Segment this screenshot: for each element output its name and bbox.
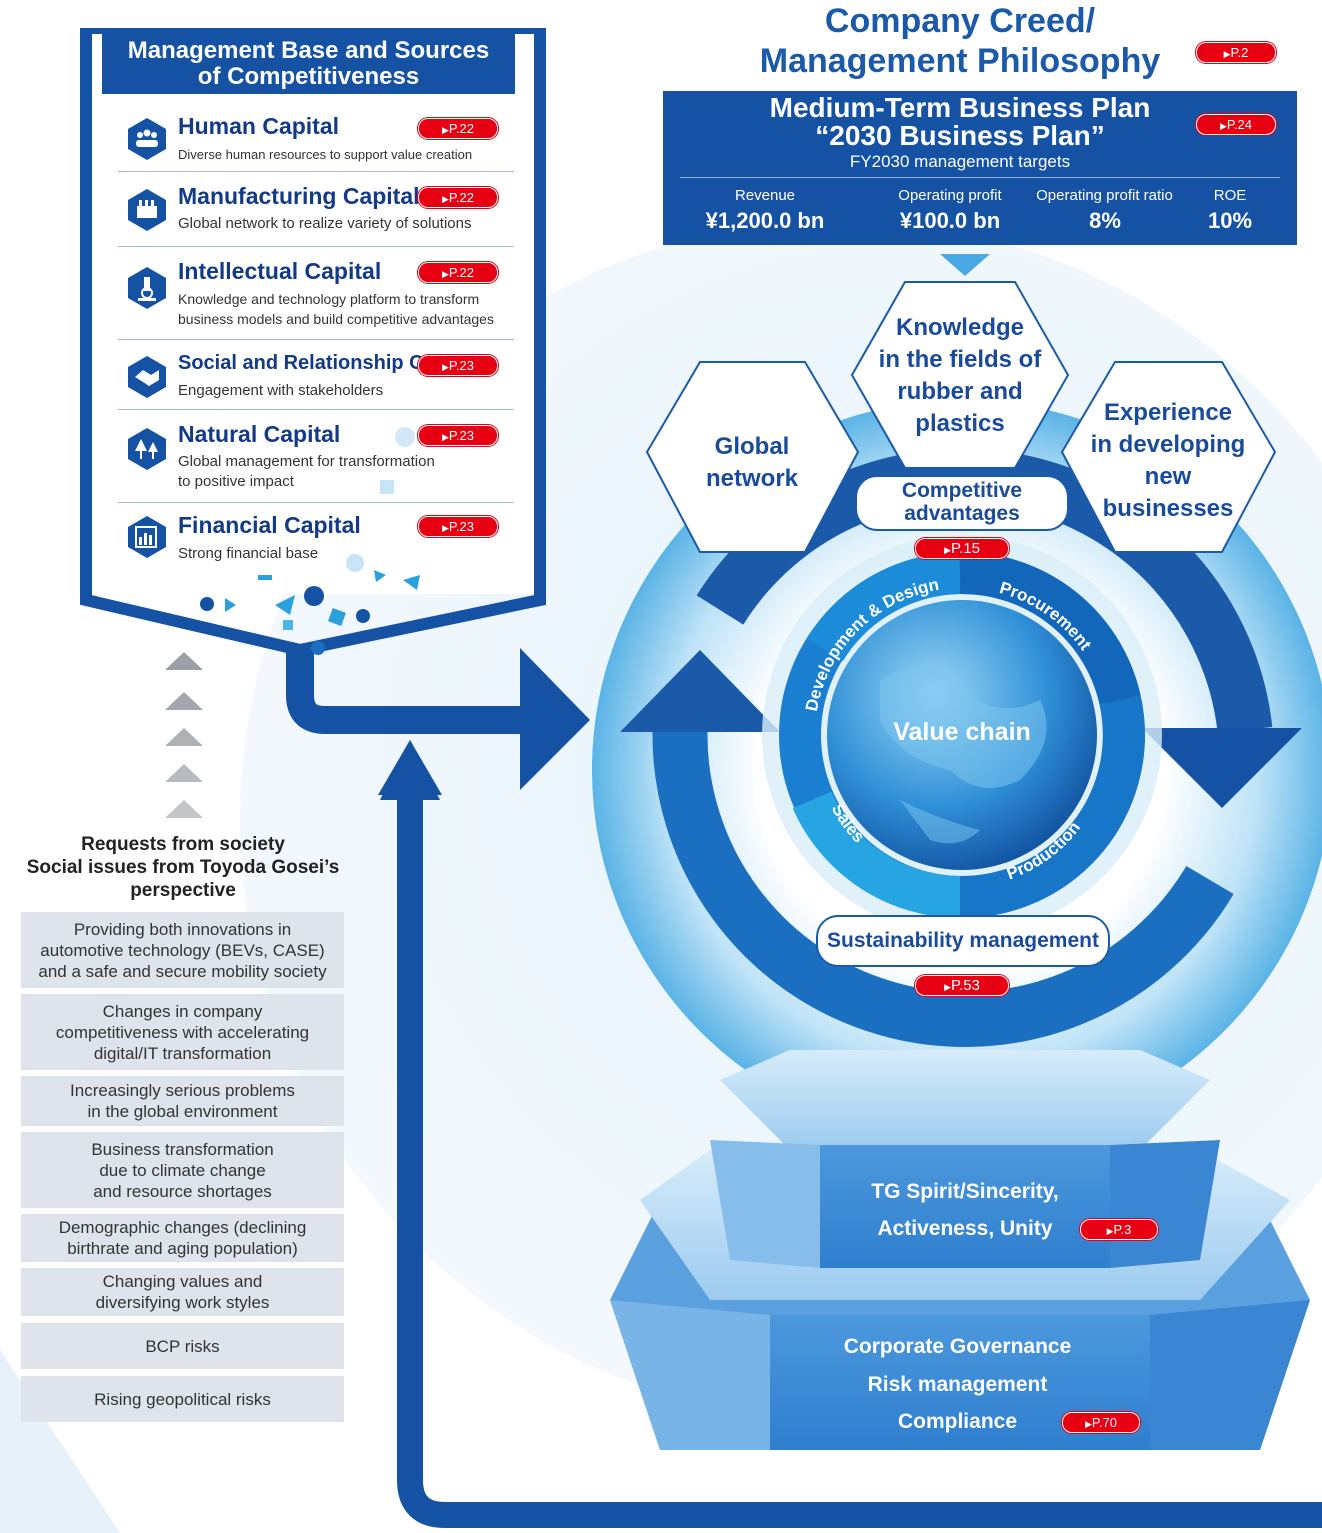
cycle-arc-bottom <box>652 729 1234 1047</box>
trees-icon <box>128 428 166 470</box>
capital-ref-human[interactable]: P.22 <box>418 118 498 139</box>
capital-name-intellectual: Intellectual Capital <box>178 258 382 284</box>
hex-experience <box>1060 361 1277 553</box>
handshake-icon <box>128 356 166 398</box>
kpi-label-revenue: Revenue <box>734 187 796 204</box>
capital-name-social: Social and Relationship Capital <box>178 352 476 374</box>
capital-name-natural: Natural Capital <box>178 421 341 447</box>
issue-item: Rising geopolitical risks <box>21 1376 344 1422</box>
governance-ref-badge[interactable]: P.70 <box>1062 1412 1140 1433</box>
society-heading3: perspective <box>130 880 236 901</box>
hex-global <box>645 361 860 553</box>
kpi-value-operating-profit-ratio: 8% <box>1089 208 1121 233</box>
capital-name-manufacturing: Manufacturing Capital <box>178 183 420 209</box>
capital-separator <box>118 339 514 340</box>
factory-icon <box>128 189 166 231</box>
hex-knowledge <box>850 281 1070 469</box>
tg-spirit-line2: Activeness, Unity <box>877 1217 1053 1240</box>
sustainability-ref-badge[interactable]: P.53 <box>915 975 1009 996</box>
kpi-value-revenue: ¥1,200.0 bn <box>705 208 825 233</box>
feedback-line <box>397 800 1322 1528</box>
kpi-label-operating-profit: Operating profit <box>898 187 1002 204</box>
kpi-value-roe: 10% <box>1207 208 1253 233</box>
cycle-arrow-up <box>620 650 780 732</box>
capital-ref-natural[interactable]: P.23 <box>418 425 498 446</box>
creed-line1: Company Creed/ <box>824 2 1096 40</box>
creed-line2: Management Philosophy <box>759 42 1161 80</box>
input-arrow-head <box>520 648 590 790</box>
sustainability-pill: Sustainability management <box>816 915 1110 967</box>
pedestal-upper <box>720 1050 1210 1150</box>
capital-ref-financial[interactable]: P.23 <box>418 516 498 537</box>
business-plan-box <box>663 91 1297 245</box>
creed-ref-badge[interactable]: P.2 <box>1196 42 1276 63</box>
capital-desc-manufacturing: Global network to realize variety of sol… <box>178 215 472 232</box>
society-heading1: Requests from society <box>81 834 285 855</box>
kpi-value-operating-profit: ¥100.0 bn <box>899 208 1001 233</box>
plan-divider <box>680 177 1280 178</box>
tg-spirit-line1: TG Spirit/Sincerity, <box>871 1180 1059 1203</box>
plan-title1: Medium-Term Business Plan <box>769 92 1151 123</box>
capital-ref-social[interactable]: P.23 <box>418 355 498 376</box>
management-base-title1: Management Base and Sources <box>127 37 490 64</box>
plan-down-arrow <box>940 254 990 276</box>
issue-item: BCP risks <box>21 1323 344 1369</box>
governance-line2: Risk management <box>867 1373 1048 1396</box>
stacked-triangles <box>165 800 203 818</box>
governance-line1: Corporate Governance <box>843 1335 1072 1358</box>
kpi-label-roe: ROE <box>1213 187 1247 204</box>
capital-separator <box>118 171 514 172</box>
capital-desc-natural-1: Global management for transformation <box>178 453 435 470</box>
capital-separator <box>118 409 514 410</box>
capital-name-financial: Financial Capital <box>178 512 361 538</box>
cycle-arrow-down <box>1142 728 1302 808</box>
capital-desc-human: Diverse human resources to support value… <box>178 147 473 162</box>
plan-subtitle: FY2030 management targets <box>849 152 1071 171</box>
value-chain-center-label: Value chain <box>893 718 1031 746</box>
chart-icon <box>128 516 166 558</box>
people-icon <box>128 118 166 160</box>
capital-desc-intellectual-2: business models and build competitive ad… <box>178 311 494 327</box>
plan-ref-badge[interactable]: P.24 <box>1196 114 1276 135</box>
plan-title2: “2030 Business Plan” <box>815 120 1105 151</box>
capital-separator <box>118 502 514 503</box>
society-heading2: Social issues from Toyoda Gosei’s <box>26 857 340 878</box>
management-base-panel <box>80 28 546 657</box>
advantages-ref-badge[interactable]: P.15 <box>915 538 1009 559</box>
capital-name-human: Human Capital <box>178 113 340 139</box>
microscope-icon <box>128 267 166 309</box>
capital-desc-social: Engagement with stakeholders <box>178 382 384 399</box>
capital-desc-financial: Strong financial base <box>178 545 319 562</box>
kpi-label-operating-profit-ratio: Operating profit ratio <box>1036 187 1173 204</box>
capital-separator <box>118 246 514 247</box>
feedback-arrow-head <box>378 740 442 795</box>
capital-ref-manufacturing[interactable]: P.22 <box>418 187 498 208</box>
capital-ref-intellectual[interactable]: P.22 <box>418 262 498 283</box>
governance-line3: Compliance <box>897 1410 1018 1433</box>
management-base-title2: of Competitiveness <box>197 63 420 90</box>
capital-desc-natural-2: to positive impact <box>178 473 294 490</box>
capital-desc-intellectual-1: Knowledge and technology platform to tra… <box>178 291 480 307</box>
tg-spirit-ref-badge[interactable]: P.3 <box>1080 1219 1158 1240</box>
input-line <box>286 650 520 734</box>
